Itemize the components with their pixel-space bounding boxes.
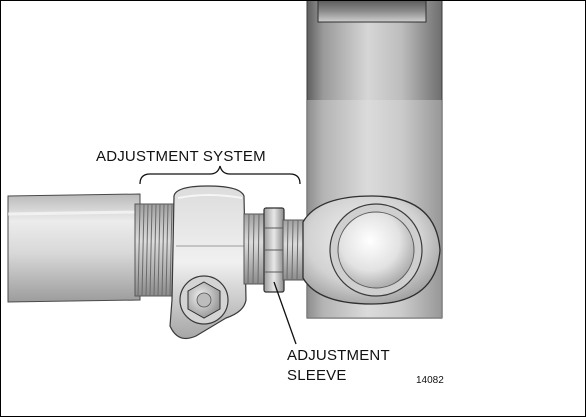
figure-number: 14082 bbox=[416, 375, 444, 386]
adjustment-sleeve-label-line1: ADJUSTMENT bbox=[287, 347, 390, 364]
adjustment-sleeve bbox=[263, 207, 285, 293]
adjustment-system-label: ADJUSTMENT SYSTEM bbox=[96, 148, 266, 165]
tie-rod-tube bbox=[7, 193, 141, 303]
adjustment-sleeve-label-line2: SLEEVE bbox=[287, 367, 347, 384]
rod-end-neck bbox=[282, 219, 306, 281]
rod-end-eye bbox=[302, 195, 441, 305]
adjustment-system-bracket bbox=[139, 165, 301, 185]
clamp-bolt bbox=[179, 275, 229, 325]
threaded-section bbox=[134, 203, 178, 297]
sleeve-leader-line bbox=[273, 281, 297, 345]
threaded-stub bbox=[243, 213, 267, 285]
